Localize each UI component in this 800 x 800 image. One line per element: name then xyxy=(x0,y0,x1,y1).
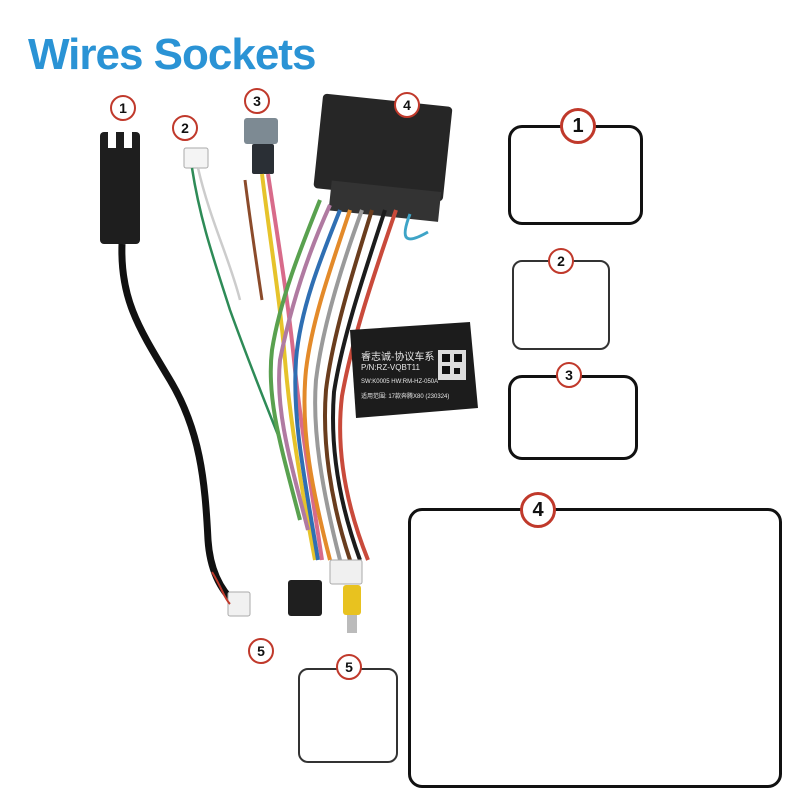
protocol-module-box xyxy=(350,322,478,418)
badge-3: 3 xyxy=(244,88,270,114)
badge-2: 2 xyxy=(172,115,198,141)
module-application: 适用范围: 17款奔腾X80 (230324) xyxy=(361,394,450,400)
box-badge-1: 1 xyxy=(560,108,596,144)
module-brand: 睿志诚-协议车系 xyxy=(361,352,435,363)
badge-4: 4 xyxy=(394,92,420,118)
connector-4-plug xyxy=(313,93,453,222)
module-version: SW:K0005 HW:RM-HZ-050A xyxy=(361,379,439,385)
detail-box-4 xyxy=(408,508,782,788)
page-title: Wires Sockets xyxy=(28,30,316,79)
module-label: 睿志诚-协议车系 P/N:RZ-VQBT11 SW:K0005 HW:RM-HZ… xyxy=(353,323,478,423)
box-badge-5: 5 xyxy=(336,654,362,680)
box-badge-3: 3 xyxy=(556,362,582,388)
badge-1: 1 xyxy=(110,95,136,121)
harness-bottom-connectors xyxy=(288,559,363,633)
detail-box-2 xyxy=(512,260,610,350)
connector-1-plug xyxy=(100,132,239,607)
connector-5-plug xyxy=(211,571,251,617)
wire-bundle xyxy=(243,173,429,561)
connector-3-plug xyxy=(244,118,278,174)
connector-2-plug xyxy=(183,147,282,441)
module-part-number: P/N:RZ-VQBT11 xyxy=(361,363,420,372)
detail-box-3 xyxy=(508,375,638,460)
box-badge-4: 4 xyxy=(520,492,556,528)
detail-box-5 xyxy=(298,668,398,763)
badge-5: 5 xyxy=(248,638,274,664)
box-badge-2: 2 xyxy=(548,248,574,274)
